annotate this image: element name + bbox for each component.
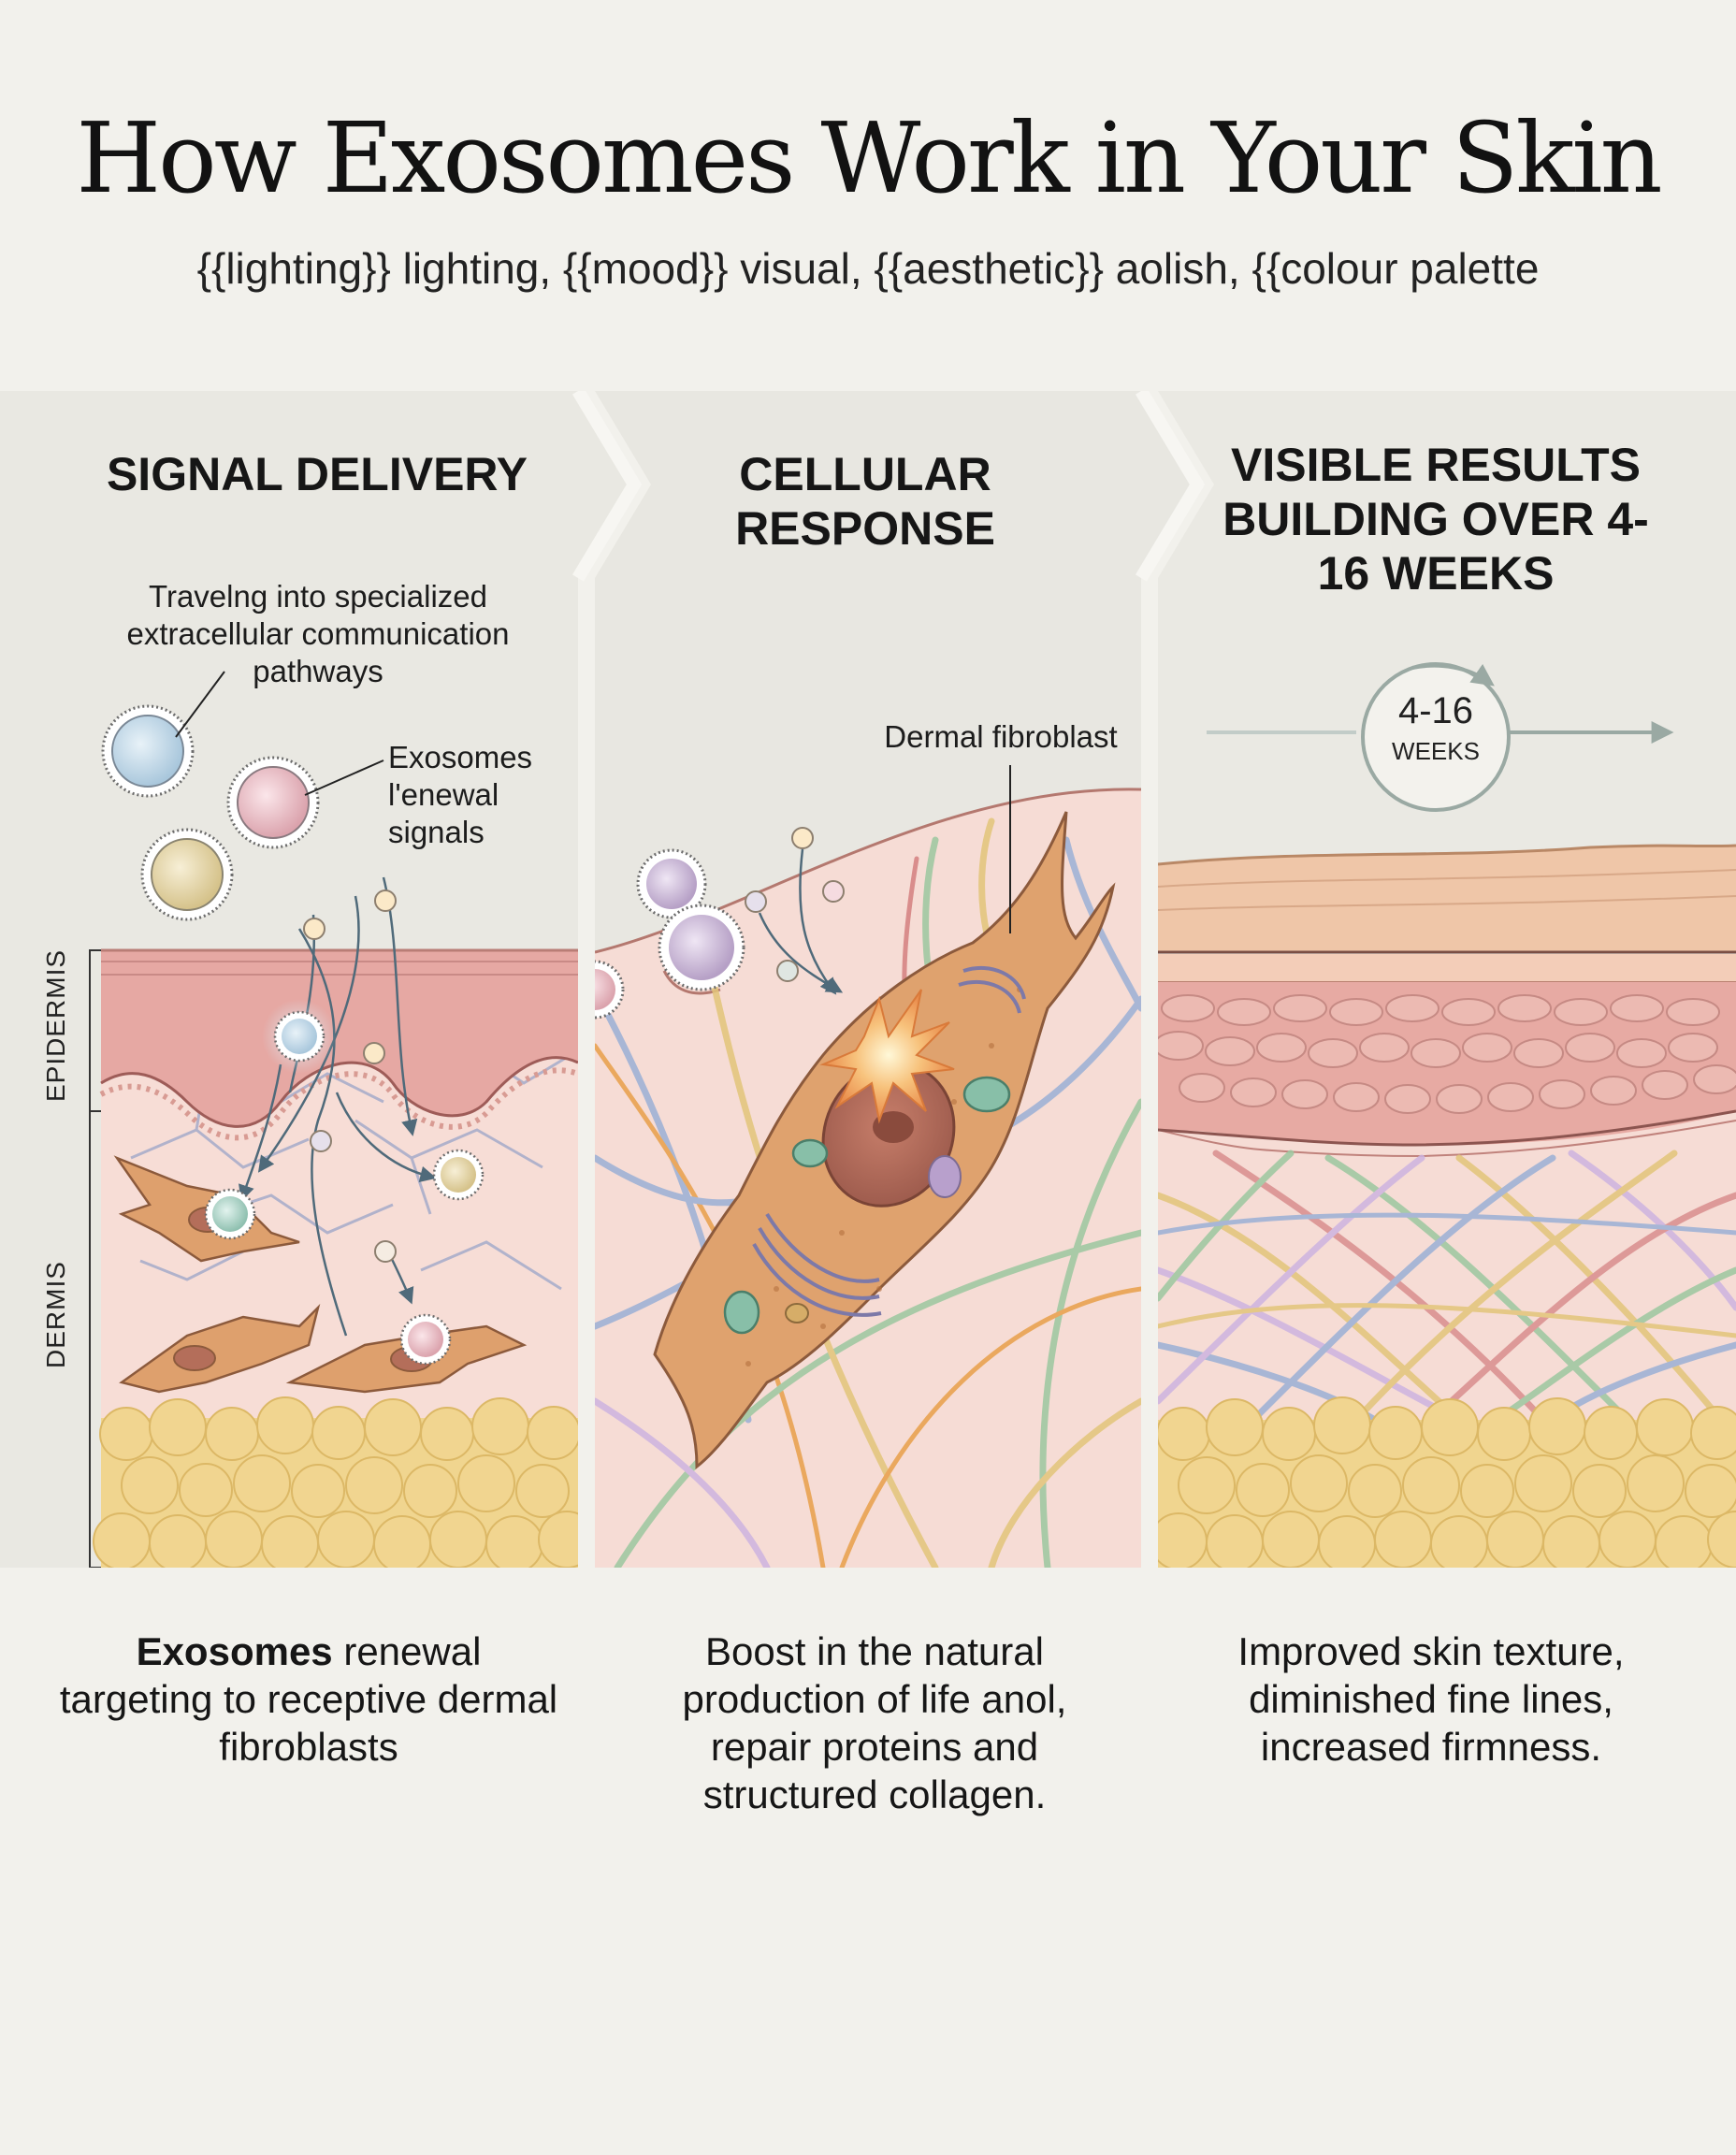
annotation-exosomes: Exosomes l'enewal signals <box>388 740 533 849</box>
timer-unit: WEEKS <box>1392 737 1480 765</box>
skin-illustration <box>0 391 1736 1568</box>
caption-rest: renewal targeting to receptive dermal fi… <box>59 1629 558 1769</box>
caption-cellular-response: Boost in the natural production of life … <box>682 1629 1067 1816</box>
layer-epidermis-label: EPIDERMIS <box>41 948 70 1102</box>
annotation-dermal-fibroblast: Dermal fibroblast <box>884 719 1118 754</box>
caption-visible-results: Improved skin texture, diminished fine l… <box>1237 1629 1625 1769</box>
layer-dermis-label: DERMIS <box>41 1261 70 1368</box>
caption-bold: Exosomes <box>136 1629 333 1673</box>
caption-signal-delivery: Exosomes renewal targeting to receptive … <box>56 1627 561 1771</box>
panels-container: SIGNAL DELIVERY CELLULAR RESPONSE VISIBL… <box>0 391 1736 1568</box>
heading-cellular-response: CELLULAR RESPONSE <box>735 448 995 555</box>
timer-value: 4-16 <box>1397 690 1474 731</box>
annotation-pathway: Travelng into specialized extracellular … <box>126 579 510 688</box>
visible-results-illustration <box>1158 662 1736 1568</box>
heading-visible-results: VISIBLE RESULTS BUILDING OVER 4-16 WEEKS <box>1222 439 1649 600</box>
page-subtitle: {{lighting}} lighting, {{mood}} visual, … <box>196 244 1540 293</box>
cellular-response-illustration <box>595 765 1141 1568</box>
signal-delivery-illustration <box>89 671 578 1568</box>
page-title: How Exosomes Work in Your Skin <box>76 101 1662 215</box>
heading-signal-delivery: SIGNAL DELIVERY <box>106 448 528 500</box>
